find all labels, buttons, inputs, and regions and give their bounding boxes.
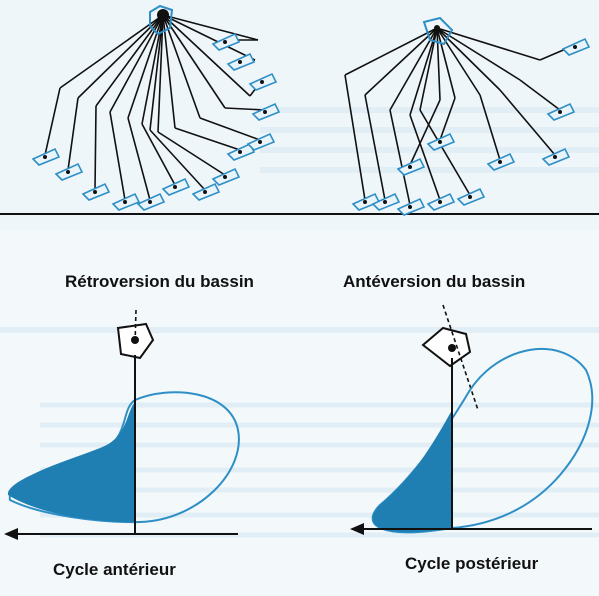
retro-shin-3: [109, 111, 126, 201]
anteversion-pelvis-joint: [448, 344, 456, 352]
retro-thigh-0: [59, 14, 164, 89]
retro-shin-1: [67, 97, 79, 171]
retro-shin-6: [149, 129, 206, 191]
retro-ankle-11: [260, 80, 264, 84]
ante-shin-7: [479, 94, 501, 161]
anteversion-pelvis-icon: [421, 326, 472, 368]
ante-thigh-5: [436, 27, 441, 101]
anteversion-pelvis-outline: [422, 16, 454, 46]
ante-ankle-2: [408, 205, 412, 209]
retro-thigh-7: [157, 14, 164, 133]
retro-thigh-8: [162, 14, 176, 129]
retro-ankle-6: [203, 190, 207, 194]
ante-ankle-10: [573, 45, 577, 49]
retro-shin-10: [224, 107, 266, 111]
retro-shin-4: [127, 117, 151, 201]
anteversion-title: Antéversion du bassin: [343, 272, 526, 291]
retro-ankle-9: [258, 140, 262, 144]
retro-shin-7: [157, 131, 226, 176]
ante-thigh-1: [364, 27, 438, 96]
cycle-anterieur-arrow-head: [4, 528, 18, 540]
ante-ankle-7: [498, 160, 502, 164]
retro-ankle-5: [173, 185, 177, 189]
ante-ankle-8: [553, 155, 557, 159]
cycle-posterieur-filled-phase: [372, 410, 452, 533]
retro-ankle-2: [93, 190, 97, 194]
retro-thigh-12: [162, 14, 256, 61]
anteversion-hip-joint: [434, 25, 440, 31]
ante-shin-0: [344, 74, 366, 201]
retro-shin-5: [141, 123, 176, 186]
cycle-posterieur-diagram: [350, 304, 594, 535]
ante-thigh-7: [436, 27, 481, 96]
ante-ankle-0: [363, 200, 367, 204]
retro-ankle-4: [148, 200, 152, 204]
ante-shin-1: [364, 94, 386, 201]
retro-thigh-1: [77, 14, 164, 99]
ante-ankle-9: [558, 110, 562, 114]
cycle-posterieur-arrow-head: [350, 523, 364, 535]
ante-shin-8: [499, 89, 556, 156]
ante-shin-6: [439, 97, 456, 141]
ante-shin-9: [519, 79, 561, 111]
ante-thigh-2: [389, 27, 438, 111]
retro-shin-0: [44, 87, 61, 156]
cycle-anterieur-diagram: [4, 309, 240, 540]
retro-shin-9: [199, 117, 261, 141]
retroversion-pelvis-outline: [149, 4, 174, 36]
cycle-anterieur-label: Cycle antérieur: [53, 560, 176, 579]
retro-thigh-6: [149, 14, 164, 131]
cycle-anterieur-filled-phase: [7, 402, 136, 523]
ante-shin-2: [389, 109, 411, 206]
retro-thigh-10: [162, 14, 226, 109]
ante-thigh-6: [436, 27, 456, 99]
anteversion-axis-dashed: [442, 304, 479, 411]
cycle-posterieur-label: Cycle postérieur: [405, 554, 539, 573]
retro-thigh-13: [162, 14, 259, 41]
ante-thigh-10: [436, 27, 541, 61]
retro-shin-8: [174, 127, 241, 151]
ante-thigh-0: [344, 27, 438, 76]
retroversion-hip-joint: [157, 9, 169, 21]
ante-ankle-5: [408, 165, 412, 169]
retro-thigh-11: [162, 14, 251, 97]
retro-ankle-12: [238, 60, 242, 64]
ante-ankle-6: [438, 140, 442, 144]
retro-ankle-1: [66, 170, 70, 174]
retro-shin-2: [94, 105, 97, 191]
retro-ankle-10: [263, 110, 267, 114]
ante-ankle-4: [468, 195, 472, 199]
ante-shin-3: [409, 114, 441, 201]
retro-ankle-3: [123, 200, 127, 204]
retro-ankle-7: [223, 175, 227, 179]
retro-thigh-9: [162, 14, 201, 119]
ante-ankle-3: [438, 200, 442, 204]
ante-shin-5: [409, 99, 441, 166]
retro-ankle-8: [238, 150, 242, 154]
ante-ankle-1: [383, 200, 387, 204]
ante-thigh-3: [409, 27, 438, 116]
retro-ankle-0: [43, 155, 47, 159]
retroversion-axis-dashed: [134, 309, 137, 346]
retro-ankle-13: [223, 40, 227, 44]
ante-thigh-9: [436, 27, 521, 81]
retroversion-title: Rétroversion du bassin: [65, 272, 254, 291]
retro-thigh-2: [95, 14, 164, 107]
